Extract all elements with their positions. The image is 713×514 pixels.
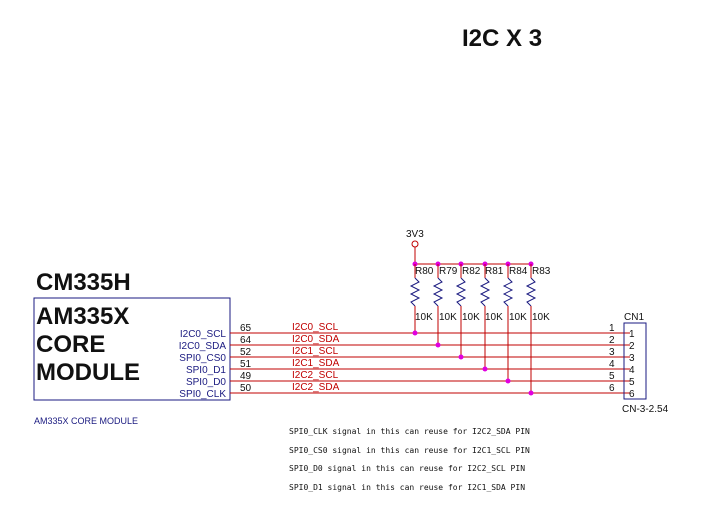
module-name-line-3: MODULE — [36, 359, 140, 386]
resistor-symbol — [455, 277, 467, 307]
connector-wire-number: 6 — [609, 383, 615, 394]
junction-dot — [528, 390, 534, 396]
connector-ref: CN1 — [624, 312, 644, 323]
pin-number: 50 — [240, 383, 252, 394]
connector-pin-number: 2 — [629, 341, 635, 352]
net-label: I2C1_SDA — [292, 358, 340, 369]
power-label: 3V3 — [406, 229, 424, 240]
note-line: SPI0_D0 signal in this can reuse for I2C… — [289, 464, 525, 473]
connector-wire-number: 5 — [609, 371, 615, 382]
module-box — [33, 297, 231, 401]
net-label: I2C2_SDA — [292, 382, 340, 393]
note-line: SPI0_CLK signal in this can reuse for I2… — [289, 427, 530, 436]
diagram-title: I2C X 3 — [462, 25, 542, 52]
connector-pin-number: 5 — [629, 377, 635, 388]
resistor-column: R79 10K — [432, 261, 458, 348]
junction-dot — [458, 354, 464, 360]
resistor-ref: R82 — [462, 266, 481, 277]
pin-name: SPI0_CS0 — [179, 353, 226, 364]
connector-pin-number: 4 — [629, 365, 635, 376]
resistor-ref: R84 — [509, 266, 528, 277]
pin-name: SPI0_CLK — [179, 389, 226, 400]
resistor-column: R84 10K — [502, 261, 528, 384]
pin-number: 52 — [240, 347, 252, 358]
junction-dot — [482, 366, 488, 372]
resistor-symbol — [409, 277, 421, 307]
resistor-column: R83 10K — [525, 261, 551, 396]
signal-wires — [230, 332, 630, 394]
net-label: I2C2_SCL — [292, 370, 339, 381]
junction-dot — [435, 342, 441, 348]
net-label: I2C0_SDA — [292, 334, 340, 345]
resistor-value: 10K — [485, 312, 503, 323]
pin-number: 49 — [240, 371, 252, 382]
resistor-value: 10K — [415, 312, 433, 323]
resistor-symbol — [432, 277, 444, 307]
resistor-ref: R79 — [439, 266, 458, 277]
connector-box — [623, 322, 647, 400]
note-line: SPI0_D1 signal in this can reuse for I2C… — [289, 483, 525, 492]
power-port — [411, 240, 419, 248]
connector-pin-number: 1 — [629, 329, 635, 340]
module-footer: AM335X CORE MODULE — [34, 416, 138, 426]
connector-wire-number: 3 — [609, 347, 615, 358]
connector-part: CN-3-2.54 — [622, 404, 669, 415]
note-line: SPI0_CS0 signal in this can reuse for I2… — [289, 446, 530, 455]
resistor-column: R80 10K — [409, 261, 434, 336]
module-header: CM335H — [36, 269, 131, 296]
net-label: I2C1_SCL — [292, 346, 339, 357]
connector-wire-number: 2 — [609, 335, 615, 346]
pin-name: I2C0_SDA — [179, 341, 227, 352]
pin-number: 65 — [240, 323, 252, 334]
resistor-ref: R81 — [485, 266, 504, 277]
pin-name: SPI0_D1 — [186, 365, 226, 376]
resistor-value: 10K — [509, 312, 527, 323]
connector-wire-number: 1 — [609, 323, 615, 334]
resistor-value: 10K — [439, 312, 457, 323]
resistor-ref: R83 — [532, 266, 551, 277]
junction-dot — [412, 330, 418, 336]
connector-pin-number: 3 — [629, 353, 635, 364]
resistor-symbol — [502, 277, 514, 307]
resistor-ref: R80 — [415, 266, 434, 277]
net-label: I2C0_SCL — [292, 322, 339, 333]
resistor-column: R82 10K — [455, 261, 481, 360]
pin-number: 51 — [240, 359, 252, 370]
connector-pin-number: 6 — [629, 389, 635, 400]
resistor-symbol — [525, 277, 537, 307]
pin-name: I2C0_SCL — [180, 329, 227, 340]
module-name-line-2: CORE — [36, 331, 105, 358]
pin-number: 64 — [240, 335, 252, 346]
module-name-line-1: AM335X — [36, 303, 129, 330]
resistor-column: R81 10K — [479, 261, 504, 372]
resistor-value: 10K — [462, 312, 480, 323]
resistor-value: 10K — [532, 312, 550, 323]
junction-dot — [505, 378, 511, 384]
pin-name: SPI0_D0 — [186, 377, 226, 388]
resistor-symbol — [479, 277, 491, 307]
connector-wire-number: 4 — [609, 359, 615, 370]
